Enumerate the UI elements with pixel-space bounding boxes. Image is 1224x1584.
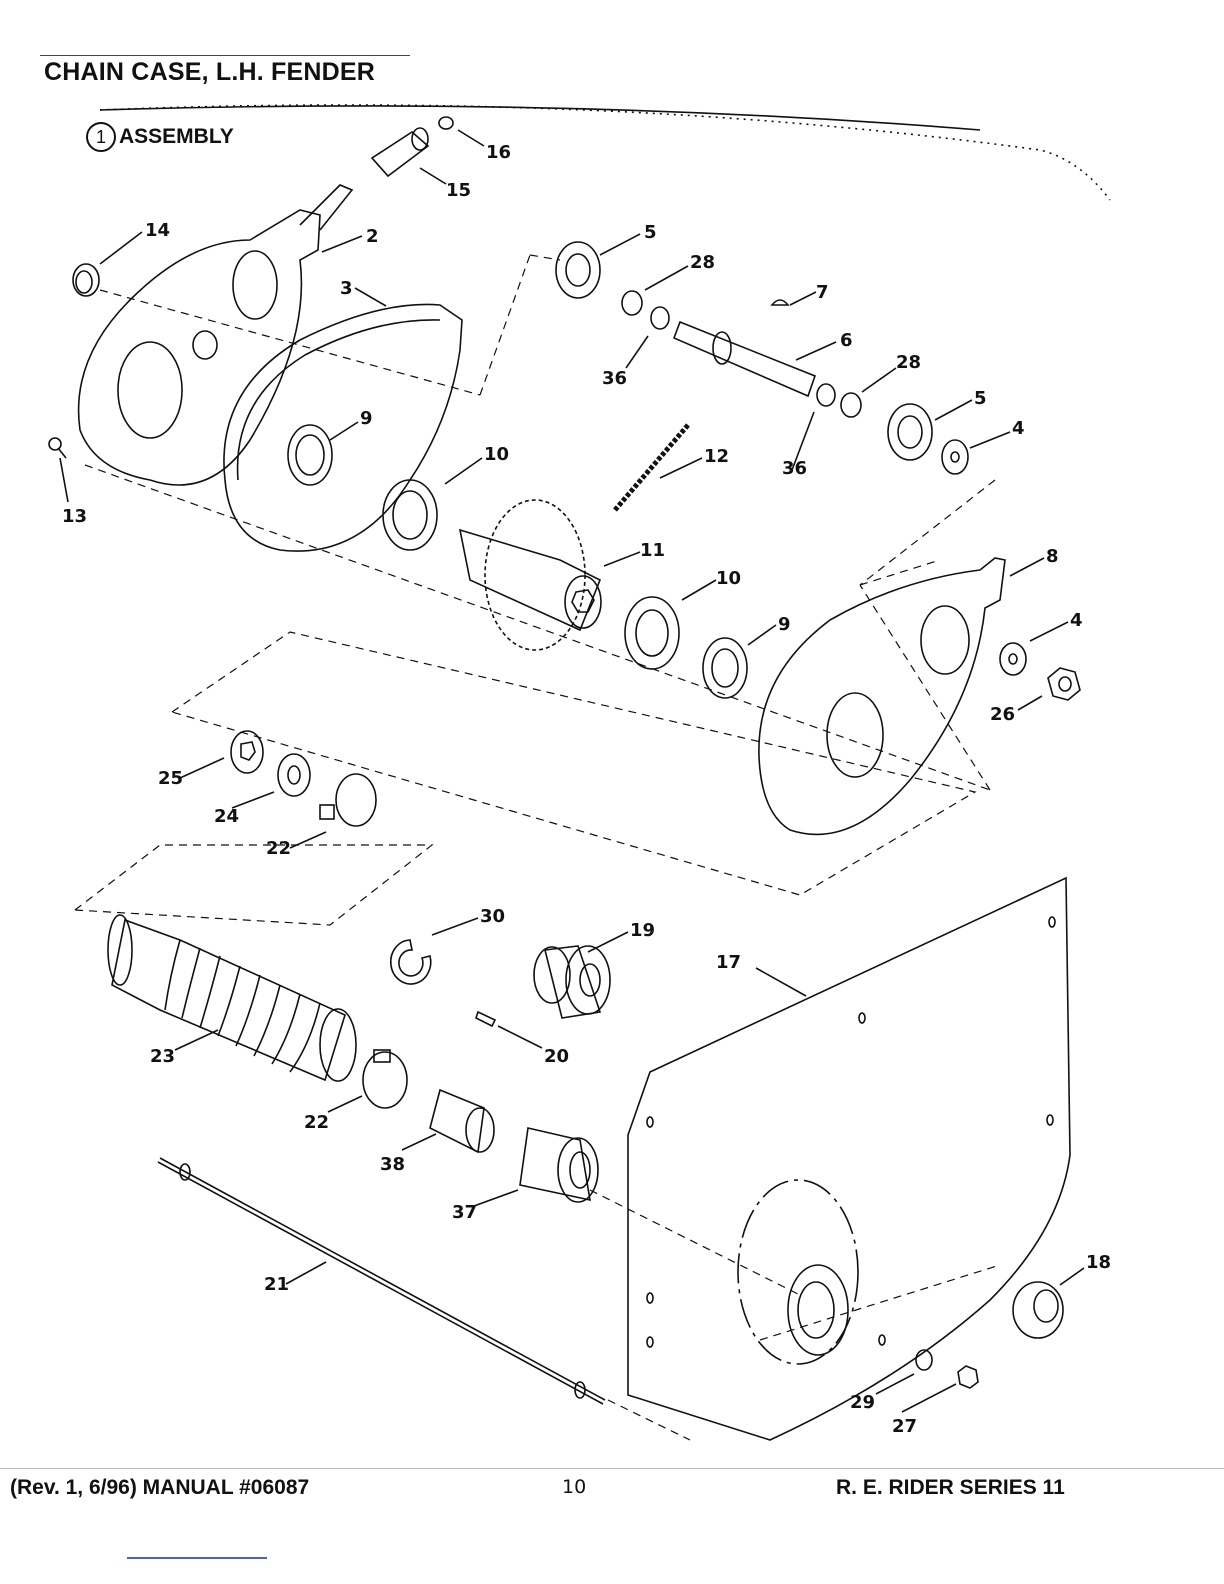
fender-arc-outline [100, 105, 1110, 200]
callout-5b: 5 [974, 388, 987, 409]
callout-26: 26 [990, 704, 1015, 725]
callout-4b: 4 [1070, 610, 1083, 631]
part-10b-seal [625, 597, 679, 669]
callout-7: 7 [816, 282, 829, 303]
part-30-ring [391, 940, 431, 984]
callout-2: 2 [366, 226, 379, 247]
callout-22b: 22 [304, 1112, 329, 1133]
part-36b-ring [817, 384, 835, 406]
part-23-boot [108, 915, 356, 1081]
callout-5a: 5 [644, 222, 657, 243]
part-7-key [772, 300, 788, 305]
part-25-star-washer [231, 731, 263, 773]
part-4b-washer [1000, 643, 1026, 675]
callout-23: 23 [150, 1046, 175, 1067]
part-37-bearing-housing [520, 1128, 598, 1202]
part-5b-bearing [888, 404, 932, 460]
callout-30: 30 [480, 906, 505, 927]
part-22b-clamp [363, 1050, 407, 1108]
callout-27: 27 [892, 1416, 917, 1437]
part-13-bolt [49, 438, 66, 458]
callout-9b: 9 [778, 614, 791, 635]
part-14-plug [73, 264, 99, 296]
part-8-inner-plate [759, 558, 1005, 834]
part-24-washer [278, 754, 310, 796]
part-10a-seal [383, 480, 437, 550]
part-38-bushing [430, 1090, 494, 1152]
callout-28a: 28 [690, 252, 715, 273]
bottom-accent-line [127, 1557, 267, 1559]
callout-19: 19 [630, 920, 655, 941]
callout-6: 6 [840, 330, 853, 351]
part-15-sleeve [372, 128, 428, 176]
exploded-guide-lines [75, 255, 1000, 1440]
part-26-nut [1048, 668, 1080, 700]
callout-11: 11 [640, 540, 665, 561]
part-36a-ring [651, 307, 669, 329]
callout-16: 16 [486, 142, 511, 163]
part-21-rod [158, 1158, 605, 1404]
fender-arc-solid [100, 106, 980, 130]
callout-20: 20 [544, 1046, 569, 1067]
callout-14: 14 [145, 220, 170, 241]
callout-13: 13 [62, 506, 87, 527]
footer-manual: (Rev. 1, 6/96) MANUAL #06087 [10, 1476, 309, 1500]
part-9a-bearing [288, 425, 332, 485]
callout-25: 25 [158, 768, 183, 789]
footer-page-number: 10 [562, 1476, 586, 1498]
part-18-bearing [1013, 1282, 1063, 1338]
part-11-sprocket [460, 500, 601, 650]
callout-18: 18 [1086, 1252, 1111, 1273]
part-17-fender-panel [628, 878, 1070, 1440]
part-5a-bearing [556, 242, 600, 298]
callout-17: 17 [716, 952, 741, 973]
callout-12: 12 [704, 446, 729, 467]
callout-38: 38 [380, 1154, 405, 1175]
part-22a-clamp [320, 774, 376, 826]
callout-36a: 36 [602, 368, 627, 389]
callout-28b: 28 [896, 352, 921, 373]
part-4a-washer [942, 440, 968, 474]
part-20-fitting [476, 1012, 495, 1026]
callout-leaders [60, 130, 1084, 1412]
callout-8: 8 [1046, 546, 1059, 567]
part-28a-washer [622, 291, 642, 315]
callout-9a: 9 [360, 408, 373, 429]
callout-24: 24 [214, 806, 239, 827]
part-16-retaining-ring [439, 117, 453, 129]
part-6-shaft [674, 322, 815, 396]
part-27-nut [958, 1366, 978, 1388]
part-12-chain [615, 425, 688, 510]
callout-10b: 10 [716, 568, 741, 589]
callout-3: 3 [340, 278, 353, 299]
callout-22a: 22 [266, 838, 291, 859]
part-19-bushing [534, 946, 610, 1018]
callout-15: 15 [446, 180, 471, 201]
callout-29: 29 [850, 1392, 875, 1413]
part-28b-washer [841, 393, 861, 417]
footer-rule [0, 1468, 1224, 1469]
callout-37: 37 [452, 1202, 477, 1223]
callout-36b: 36 [782, 458, 807, 479]
footer-series: R. E. RIDER SERIES 11 [836, 1476, 1065, 1500]
callout-10a: 10 [484, 444, 509, 465]
callout-21: 21 [264, 1274, 289, 1295]
callout-4a: 4 [1012, 418, 1025, 439]
